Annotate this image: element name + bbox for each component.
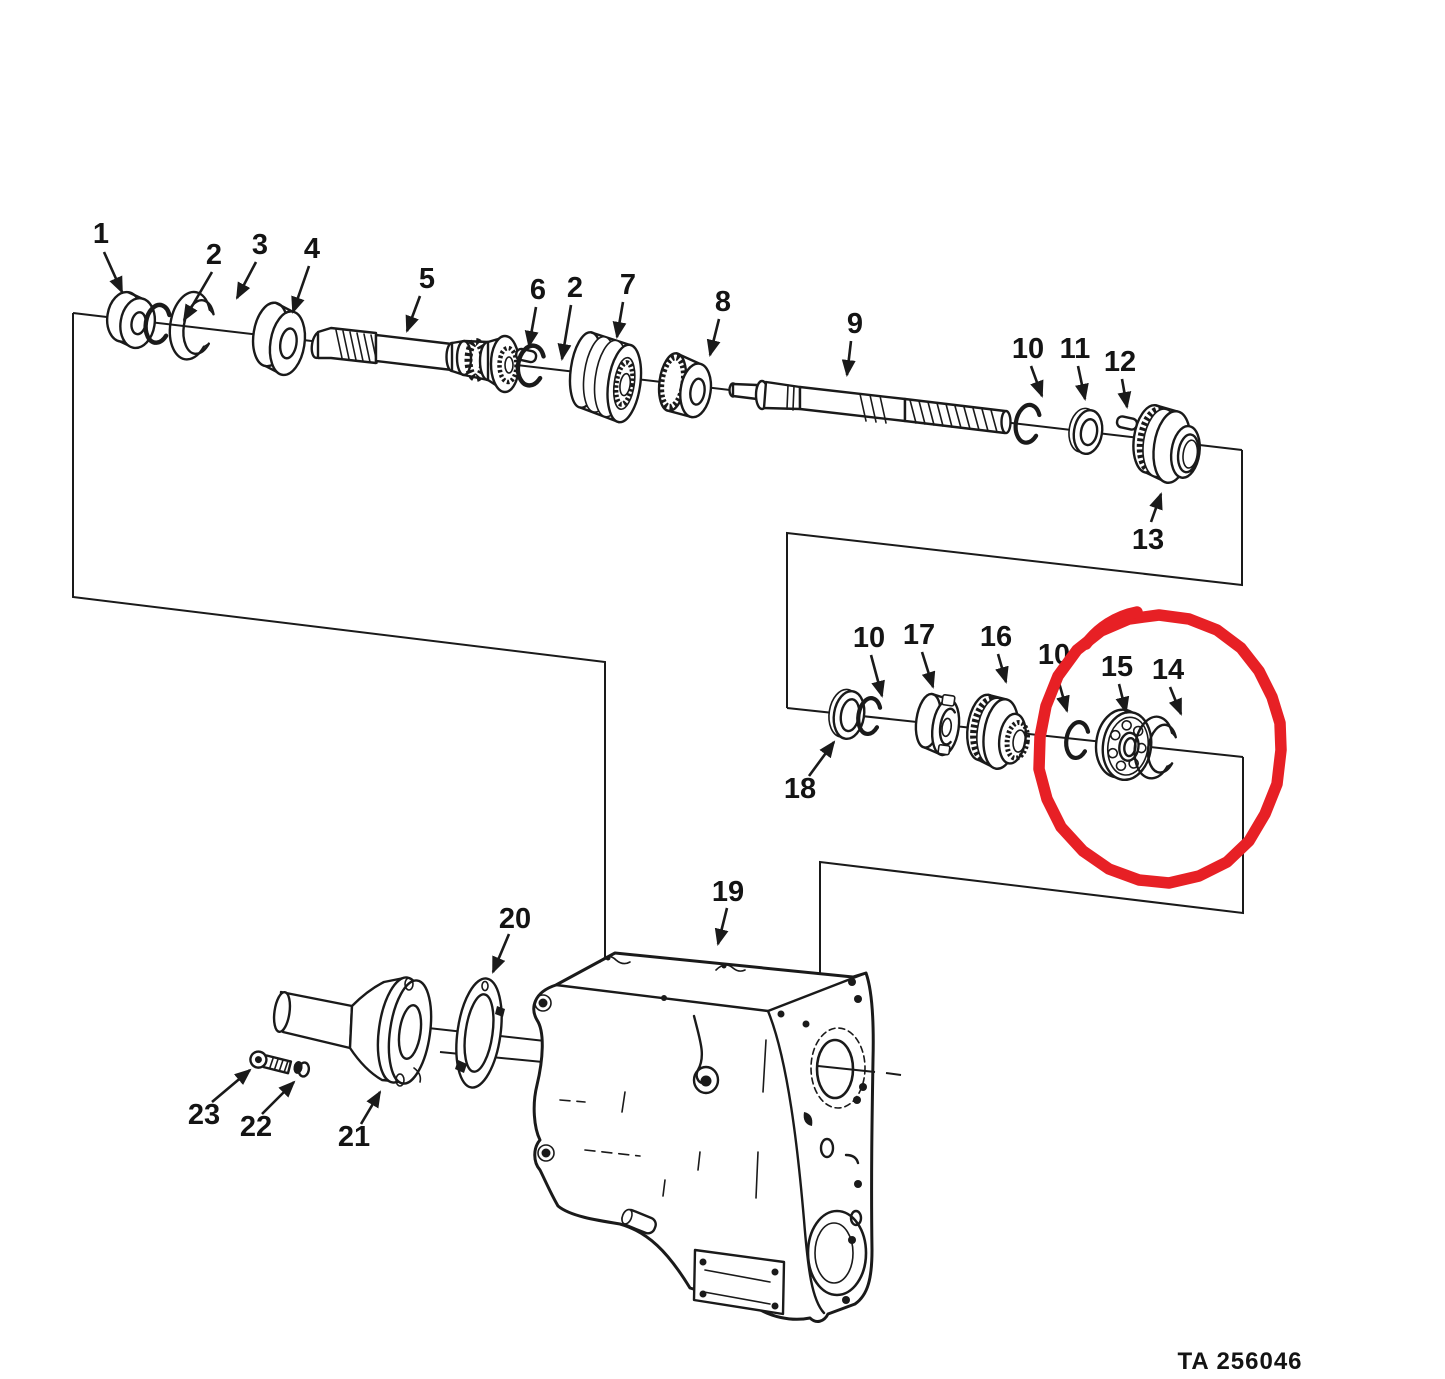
part-7-synchronizer-drum bbox=[568, 331, 643, 424]
callout-15-19: 15 bbox=[1101, 651, 1133, 683]
section-boundary-lines bbox=[72, 313, 1244, 994]
part-5-input-shaft bbox=[310, 326, 521, 394]
part-15-ball-bearing bbox=[1094, 708, 1153, 782]
part-16-gear-synchronizer bbox=[966, 693, 1030, 770]
part-23-bolt bbox=[249, 1050, 293, 1075]
callout-19-21: 19 bbox=[712, 876, 744, 908]
part-10-snap-ring-c bbox=[1064, 720, 1091, 760]
callout-leader-lines bbox=[102, 251, 1183, 1125]
callout-7-7: 7 bbox=[620, 269, 636, 301]
part-13-gear bbox=[1132, 404, 1201, 484]
part-3-retaining-ring bbox=[168, 290, 215, 361]
callout-18-14: 18 bbox=[784, 773, 816, 805]
part-10-snap-ring-b bbox=[856, 696, 883, 736]
callout-10-15: 10 bbox=[853, 622, 885, 654]
callout-14-20: 14 bbox=[1152, 654, 1184, 686]
callout-11-11: 11 bbox=[1060, 333, 1091, 365]
part-14-snap-ring bbox=[1133, 715, 1177, 780]
callout-5-4: 5 bbox=[419, 263, 435, 295]
callout-17-16: 17 bbox=[903, 619, 935, 651]
callout-6-5: 6 bbox=[530, 274, 546, 306]
callout-2-1: 2 bbox=[206, 239, 222, 271]
part-18-washer bbox=[828, 688, 866, 741]
part-10-snap-ring-a bbox=[1013, 402, 1042, 445]
callout-10-10: 10 bbox=[1012, 333, 1044, 365]
assembly-axis-lines bbox=[72, 312, 1244, 1063]
part-21-bearing-retainer bbox=[272, 976, 433, 1087]
part-2-snap-ring bbox=[143, 302, 172, 345]
part-8-gear bbox=[657, 352, 713, 419]
callout-4-3: 4 bbox=[304, 233, 320, 265]
part-9-mainshaft bbox=[728, 379, 1012, 435]
callout-23-25: 23 bbox=[188, 1099, 220, 1131]
figure-code: TA 256046 bbox=[1177, 1348, 1302, 1375]
callout-8-8: 8 bbox=[715, 286, 731, 318]
part-17-synchronizer-hub bbox=[914, 692, 961, 757]
callout-3-2: 3 bbox=[252, 229, 268, 261]
callout-20-22: 20 bbox=[499, 903, 531, 935]
callout-22-24: 22 bbox=[240, 1111, 272, 1143]
callout-21-23: 21 bbox=[338, 1121, 370, 1153]
callout-1-0: 1 bbox=[93, 218, 109, 250]
part-4-collar bbox=[251, 301, 307, 377]
callout-12-12: 12 bbox=[1104, 346, 1136, 378]
callout-16-17: 16 bbox=[980, 621, 1012, 653]
part-11-washer bbox=[1068, 407, 1104, 456]
callout-2-6: 2 bbox=[567, 272, 583, 304]
part-22-lock-washer bbox=[293, 1061, 311, 1078]
part-20-gasket bbox=[455, 977, 505, 1089]
callout-13-13: 13 bbox=[1132, 524, 1164, 556]
part-19-transmission-housing bbox=[532, 951, 902, 1323]
callout-9-9: 9 bbox=[847, 308, 863, 340]
highlight-circle-annotation bbox=[1033, 606, 1287, 889]
